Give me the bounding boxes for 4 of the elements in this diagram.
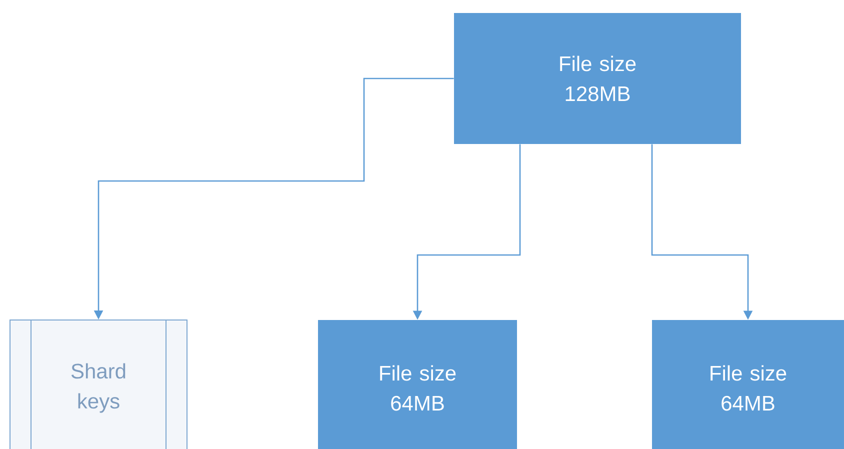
- process-box: File size 128MB: [454, 13, 741, 144]
- process-box: File size 64MB: [318, 320, 517, 449]
- process-box: File size 64MB: [652, 320, 844, 449]
- shard-box: Shard keys: [10, 320, 188, 449]
